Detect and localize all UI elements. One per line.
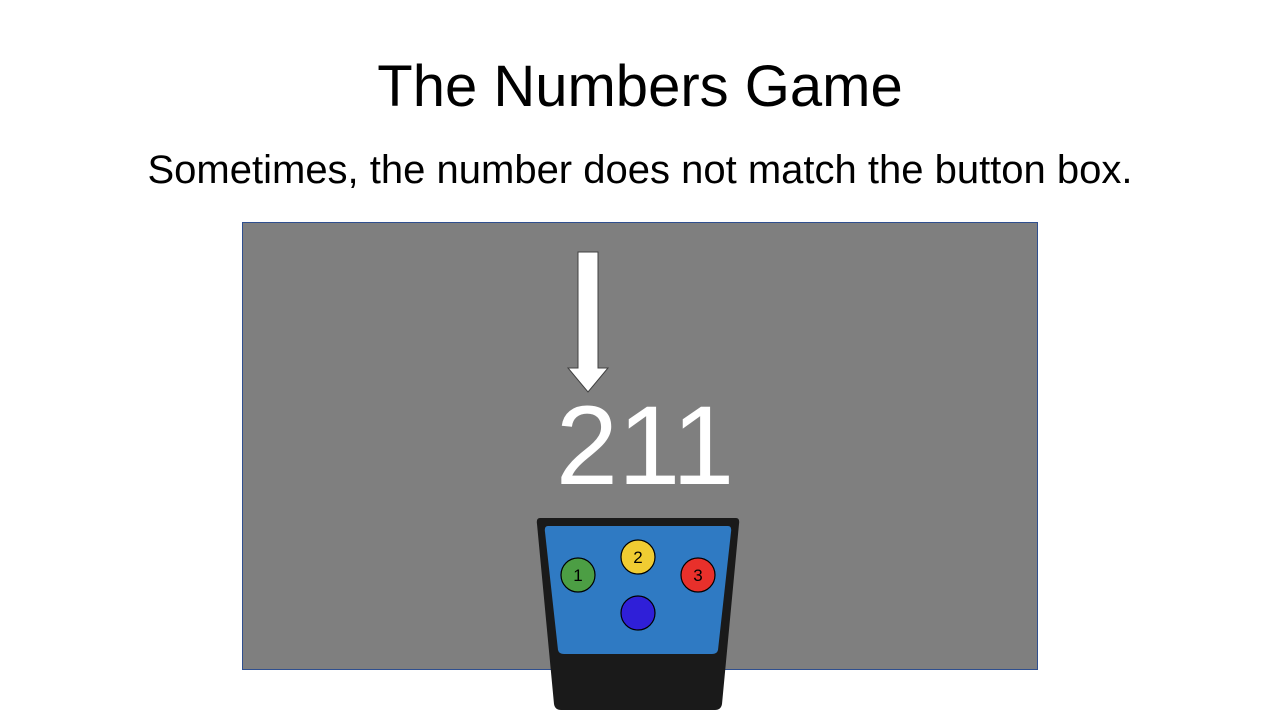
button-1[interactable]: 1 [560, 557, 596, 593]
button-3[interactable]: 3 [680, 557, 716, 593]
stimulus-number: 211 [555, 383, 735, 508]
button-2[interactable]: 2 [620, 539, 656, 575]
button-box-panel [544, 526, 732, 654]
slide-title: The Numbers Game [377, 54, 903, 119]
down-arrow-icon [566, 251, 610, 393]
button-2-label: 2 [633, 548, 642, 567]
button-1-label: 1 [573, 566, 582, 585]
button-3-label: 3 [693, 566, 702, 585]
button-box: 1 2 3 [536, 518, 740, 710]
slide-subtitle: Sometimes, the number does not match the… [147, 148, 1133, 192]
button-center[interactable] [620, 595, 656, 631]
